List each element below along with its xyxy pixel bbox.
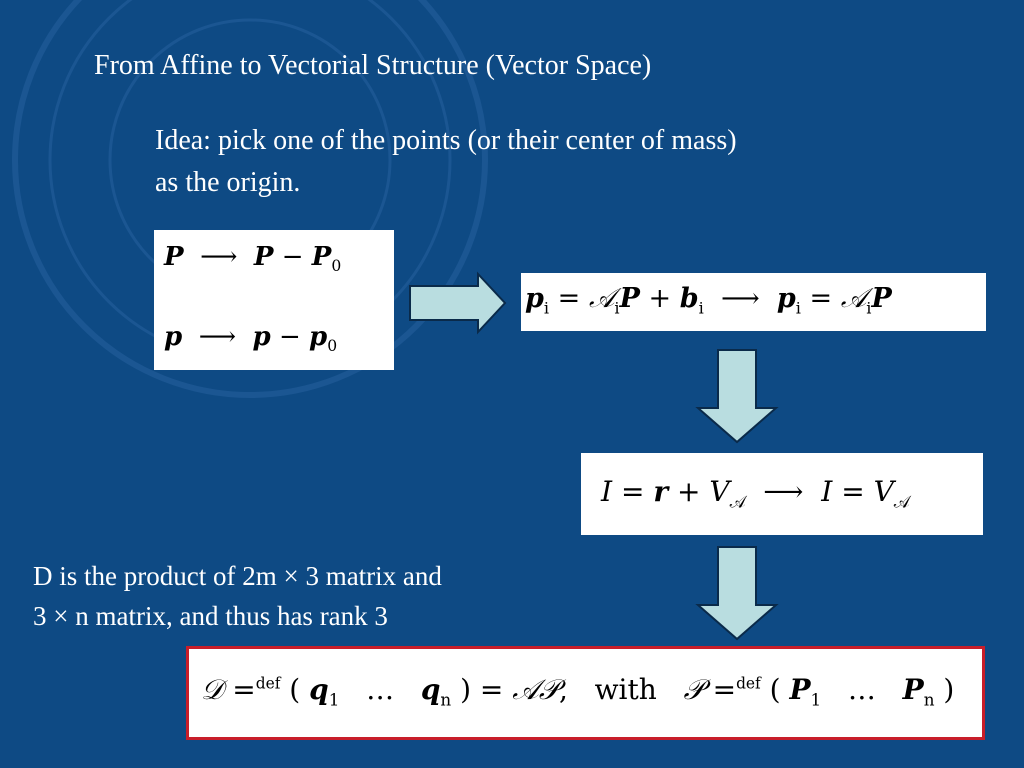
idea-line-1: Idea: pick one of the points (or their c…: [155, 125, 737, 156]
equation-box-translation: P ⟶ P − P0 p ⟶ p − p0: [154, 230, 394, 370]
rank-note: D is the product of 2m × 3 matrix and 3 …: [33, 556, 442, 636]
equation-box-definition: 𝒟 =def ( q1 … qn ) = 𝒜𝒫, with 𝒫 =def ( P…: [186, 646, 985, 740]
equation-lower-translation: p ⟶ p − p0: [164, 322, 338, 356]
equation-upper-translation: P ⟶ P − P0: [164, 242, 342, 276]
right-arrow: [409, 271, 507, 335]
down-arrow-lower: [695, 546, 779, 641]
rank-note-line-2: 3 × n matrix, and thus has rank 3: [33, 601, 388, 631]
down-arrow-upper: [695, 349, 779, 444]
idea-line-2: as the origin.: [155, 167, 301, 198]
equation-image: I = r + V𝒜 ⟶ I = V𝒜: [601, 475, 910, 512]
equation-box-projection: pi = 𝒜iP + bi ⟶ pi = 𝒜iP: [521, 273, 986, 331]
equation-projection: pi = 𝒜iP + bi ⟶ pi = 𝒜iP: [525, 283, 892, 318]
equation-definition: 𝒟 =def ( q1 … qn ) = 𝒜𝒫, with 𝒫 =def ( P…: [201, 673, 955, 710]
slide-title: From Affine to Vectorial Structure (Vect…: [94, 50, 652, 81]
idea-text: Idea: pick one of the points (or their c…: [155, 120, 737, 204]
equation-box-image: I = r + V𝒜 ⟶ I = V𝒜: [581, 453, 983, 535]
rank-note-line-1: D is the product of 2m × 3 matrix and: [33, 561, 442, 591]
